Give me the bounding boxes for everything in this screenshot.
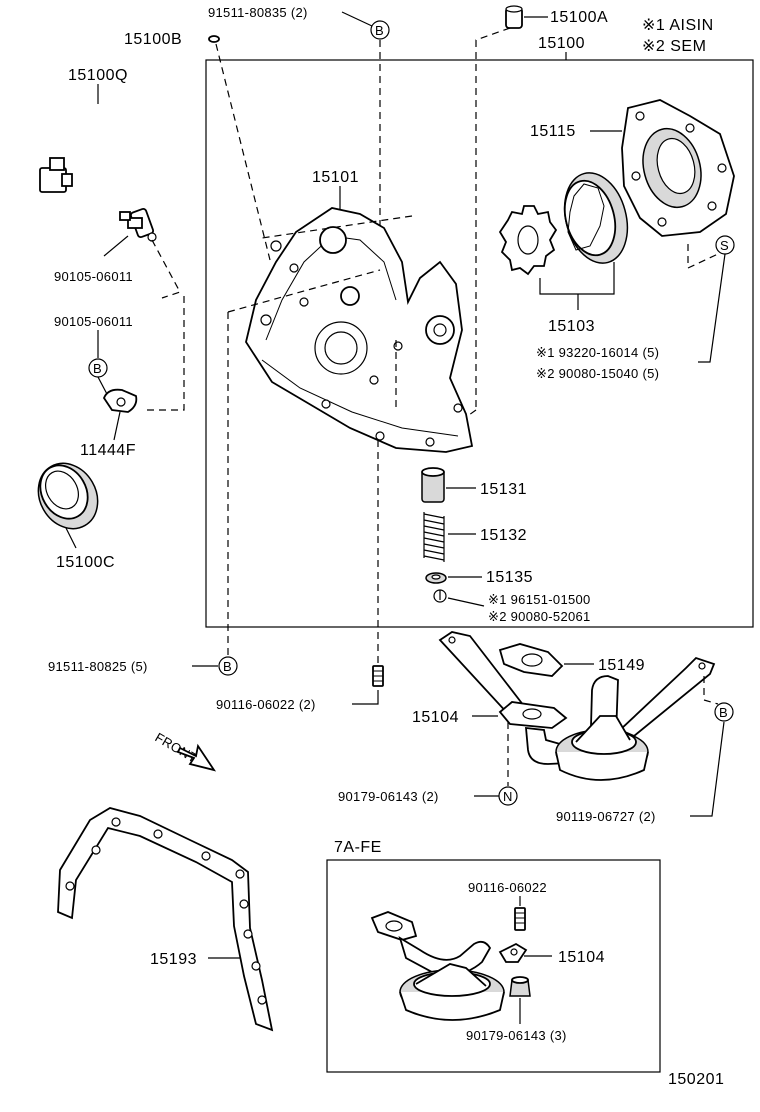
label-90080-15040: ※2 90080-15040 (5) [536,366,659,381]
label-96151-01500: ※1 96151-01500 [488,592,591,607]
label-15135: 15135 [486,569,533,586]
label-15101: 15101 [312,169,359,186]
label-90116-main: 90116-06022 (2) [216,697,316,712]
label-15132: 15132 [480,527,527,544]
label-90105-mid: 90105-06011 [54,314,133,329]
oil-pump-body-15101-part [245,207,474,453]
svg-text:N: N [503,789,513,804]
diagram-id: 150201 [668,1071,724,1088]
snap-ring-part [433,589,447,603]
nut-inset-part [509,976,531,997]
label-90179-inset: 90179-06143 (3) [466,1028,567,1043]
oil-strainer-15104-part [438,631,716,781]
label-15104-inset: 15104 [558,949,605,966]
oil-strainer-inset-part [370,911,528,1021]
inner-rotor-15103-part [498,205,558,276]
marker-b-top [370,20,390,40]
label-15149: 15149 [598,657,645,674]
svg-text:B: B [93,361,102,376]
svg-text:B: B [223,659,232,674]
spring-15132-part [423,512,445,562]
variant-inset-frame [326,859,661,1073]
label-91511-80825: 91511-80825 (5) [48,659,148,674]
legend-sem: ※2 SEM [642,38,706,55]
oil-pump-assembly-frame [205,59,754,628]
label-91511-80835: 91511-80835 (2) [208,5,308,20]
label-15100b: 15100B [124,31,182,48]
gasket-15149-part [498,643,564,677]
label-15100q: 15100Q [68,67,128,84]
legend-aisin: ※1 AISIN [642,17,714,34]
label-15131: 15131 [480,481,527,498]
pin-15100b-part [208,35,220,43]
stud-bolt-inset-part [514,907,526,931]
label-90116-inset: 90116-06022 [468,880,547,895]
oil-pan-gasket-15193-part [57,807,274,1032]
label-15104-main: 15104 [412,709,459,726]
label-11444f: 11444F [80,442,136,459]
label-15115: 15115 [530,123,576,140]
svg-text:B: B [719,705,728,720]
label-15193: 15193 [150,951,197,968]
label-90179-main: 90179-06143 (2) [338,789,439,804]
svg-text:B: B [375,23,384,38]
bushing-15100a-part [505,5,523,29]
outer-rotor-15103-part [563,172,629,264]
label-15100a: 15100A [550,9,608,26]
label-90080-52061: ※2 90080-52061 [488,609,591,624]
label-90105-top: 90105-06011 [54,269,133,284]
retainer-15135-part [425,572,447,584]
label-90119-06727: 90119-06727 (2) [556,809,656,824]
pump-cover-15115-part [621,99,735,237]
svg-text:S: S [720,238,729,253]
oil-pressure-sensor-15100q-part [39,110,157,242]
oil-seal-15100c-part [37,462,99,530]
marker-b-lower [218,656,238,676]
label-93220-16014: ※1 93220-16014 (5) [536,345,659,360]
label-15100: 15100 [538,35,585,52]
variant-label: 7A-FE [334,839,382,856]
relief-valve-15131-part [421,467,445,503]
bracket-11444f-part [102,388,138,413]
label-15100c: 15100C [56,554,115,571]
marker-b-right [714,702,734,722]
label-15103: 15103 [548,318,595,335]
front-arrow-icon [176,743,217,772]
stud-bolt-90116-part [372,665,384,687]
